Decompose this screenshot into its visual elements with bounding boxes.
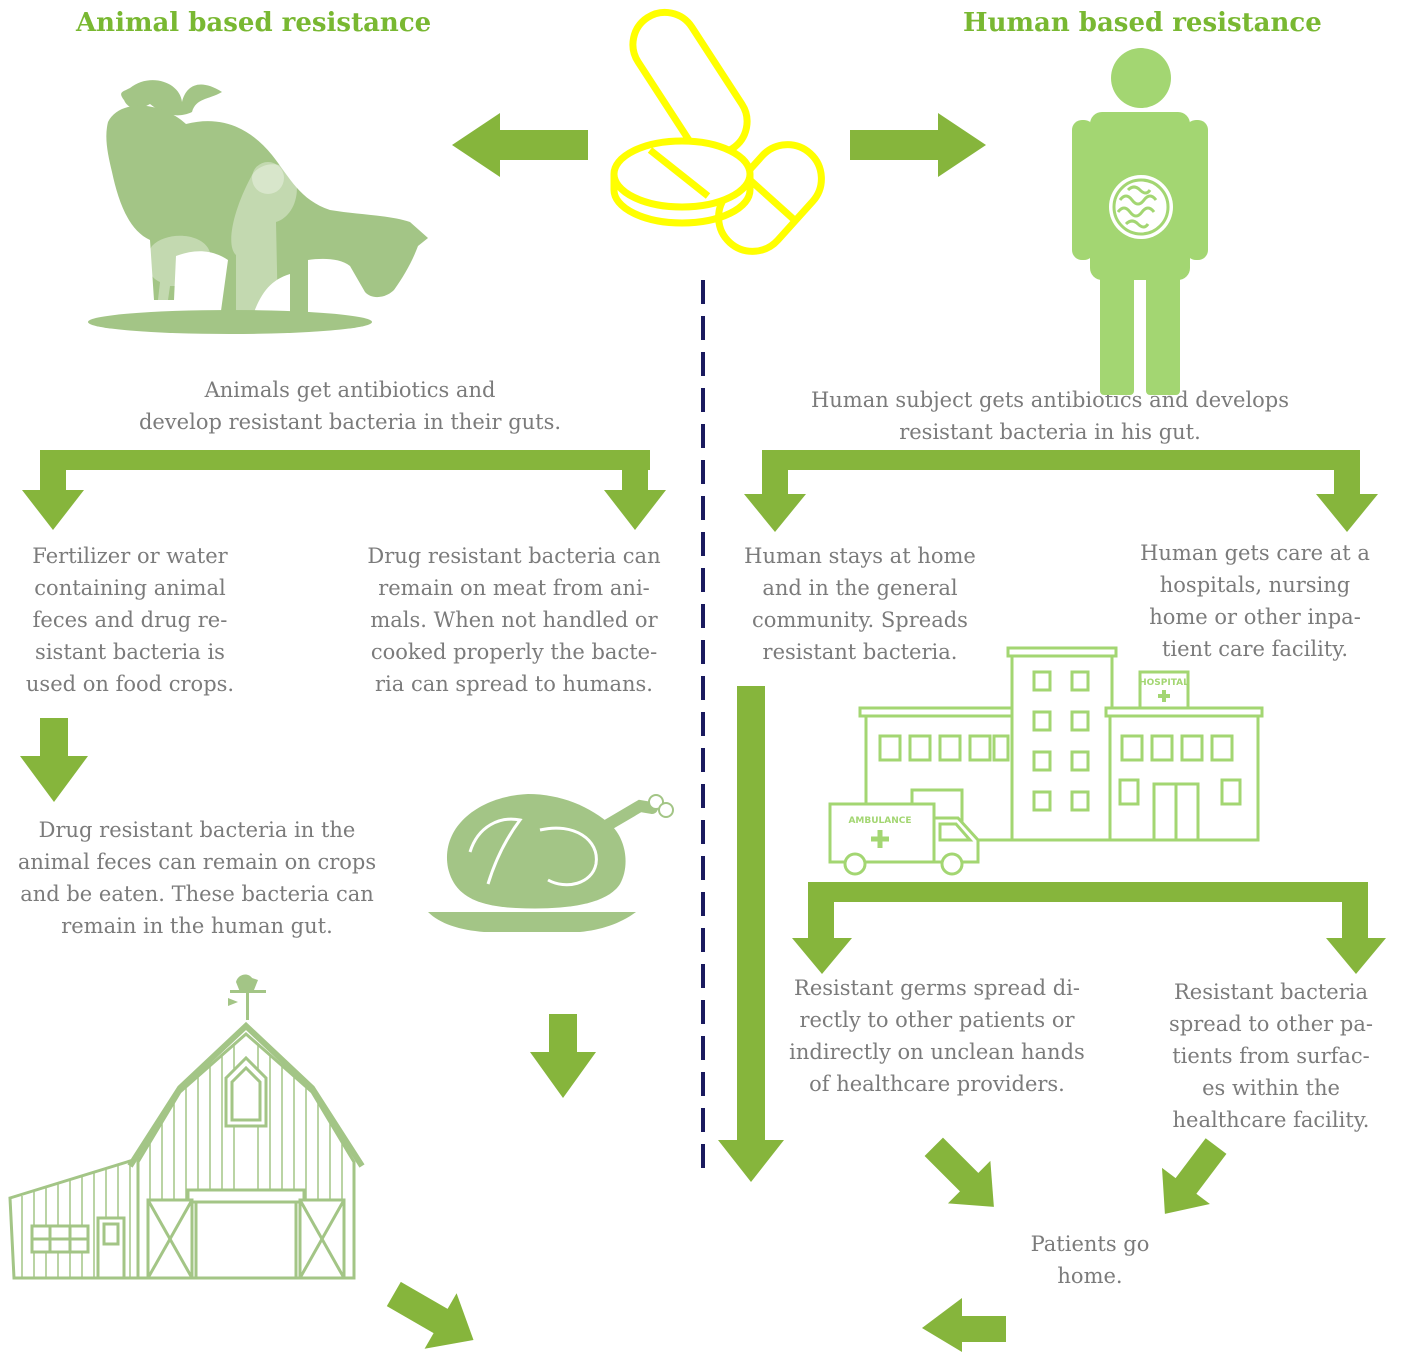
fertilizer-down-arrow bbox=[20, 718, 88, 802]
diag-arrow-germs-to-home bbox=[924, 1137, 994, 1207]
stays-home-text-line: and in the general bbox=[762, 576, 958, 600]
human-section-title: Human based resistance bbox=[963, 8, 1322, 38]
animals-get-antibiotics-text-line: Animals get antibiotics and bbox=[204, 378, 496, 402]
crops-text-line: animal feces can remain on crops bbox=[17, 850, 377, 874]
crops-text-line: and be eaten. These bacteria can bbox=[20, 882, 374, 906]
meat-text-line: Drug resistant bacteria can bbox=[367, 544, 661, 568]
patients-go-home-text: Patients go home. bbox=[1000, 1228, 1180, 1292]
gets-care-text-line: home or other inpa- bbox=[1149, 605, 1361, 629]
patients-go-home-text-line: Patients go bbox=[1030, 1232, 1150, 1256]
surfaces-text: Resistant bacteria spread to other pa-tie… bbox=[1140, 976, 1402, 1136]
gets-care-text-line: tient care facility. bbox=[1161, 637, 1349, 661]
arrow-to-human bbox=[850, 113, 986, 177]
weather-vane-icon bbox=[228, 974, 266, 1020]
home-community-long-arrow bbox=[718, 686, 784, 1182]
human-split-arrow bbox=[744, 450, 1378, 532]
fertilizer-text-line: sistant bacteria is bbox=[35, 640, 225, 664]
human-subject-text: Human subject gets antibiotics and devel… bbox=[770, 384, 1330, 448]
crops-text-line: remain in the human gut. bbox=[61, 914, 333, 938]
animal-section-title: Animal based resistance bbox=[76, 8, 432, 38]
diag-arrow-surfaces-to-home bbox=[1162, 1138, 1227, 1214]
surfaces-text-line: Resistant bacteria bbox=[1174, 980, 1368, 1004]
arrow-to-animal bbox=[452, 113, 588, 177]
fertilizer-text: Fertilizer or water containing animal fece… bbox=[0, 540, 260, 700]
fertilizer-text-line: feces and drug re- bbox=[32, 608, 228, 632]
surfaces-text-line: es within the bbox=[1202, 1076, 1340, 1100]
ambulance-icon: AMBULANCE bbox=[828, 802, 980, 876]
meat-text: Drug resistant bacteria can remain on mea… bbox=[344, 540, 684, 700]
stays-home-text-line: Human stays at home bbox=[744, 544, 976, 568]
hospital-split-arrow bbox=[792, 882, 1386, 974]
stays-home-text: Human stays at home and in the general com… bbox=[722, 540, 998, 668]
crops-text-line: Drug resistant bacteria in the bbox=[38, 818, 356, 842]
human-subject-text-line: Human subject gets antibiotics and devel… bbox=[810, 388, 1290, 412]
pills-icon bbox=[610, 8, 825, 255]
meat-text-line: ria can spread to humans. bbox=[375, 672, 653, 696]
gets-care-text-line: hospitals, nursing bbox=[1159, 573, 1351, 597]
germs-spread-text-line: of healthcare providers. bbox=[809, 1072, 1065, 1096]
meat-text-line: mals. When not handled or bbox=[370, 608, 658, 632]
gets-care-text: Human gets care at a hospitals, nursing ho… bbox=[1118, 537, 1392, 665]
surfaces-text-line: tients from surfac- bbox=[1172, 1044, 1370, 1068]
meat-text-line: cooked properly the bacte- bbox=[370, 640, 658, 664]
animals-get-antibiotics-text: Animals get antibiotics and develop resis… bbox=[100, 374, 600, 438]
surfaces-text-line: spread to other pa- bbox=[1169, 1012, 1373, 1036]
fertilizer-text-line: used on food crops. bbox=[25, 672, 235, 696]
fertilizer-text-line: Fertilizer or water bbox=[32, 544, 228, 568]
crops-text: Drug resistant bacteria in the animal fec… bbox=[0, 814, 394, 942]
gets-care-text-line: Human gets care at a bbox=[1140, 541, 1370, 565]
meat-down-arrow bbox=[530, 1014, 596, 1098]
human-figure-icon bbox=[1072, 48, 1208, 395]
roast-turkey-icon bbox=[428, 794, 674, 932]
patients-home-left-arrow bbox=[922, 1298, 1006, 1352]
germs-spread-text-line: rectly to other patients or bbox=[799, 1008, 1075, 1032]
surfaces-text-line: healthcare facility. bbox=[1172, 1108, 1370, 1132]
fertilizer-text-line: containing animal bbox=[34, 576, 226, 600]
barn-icon bbox=[8, 974, 365, 1280]
germs-spread-text-line: indirectly on unclean hands bbox=[789, 1040, 1085, 1064]
germs-spread-text: Resistant germs spread di-rectly to othe… bbox=[762, 972, 1112, 1100]
cow-farmer-icon bbox=[88, 80, 429, 334]
animal-split-arrow bbox=[22, 450, 666, 530]
patients-go-home-text-line: home. bbox=[1057, 1264, 1123, 1288]
animals-get-antibiotics-text-line: develop resistant bacteria in their guts… bbox=[138, 410, 562, 434]
stays-home-text-line: community. Spreads bbox=[752, 608, 968, 632]
hospital-sign-text: HOSPITAL bbox=[1139, 678, 1189, 688]
stays-home-text-line: resistant bacteria. bbox=[762, 640, 958, 664]
germs-spread-text-line: Resistant germs spread di- bbox=[794, 976, 1080, 1000]
ambulance-sign-text: AMBULANCE bbox=[848, 816, 911, 826]
barn-diag-arrow bbox=[386, 1281, 474, 1349]
human-subject-text-line: resistant bacteria in his gut. bbox=[899, 420, 1201, 444]
meat-text-line: remain on meat from ani- bbox=[378, 576, 650, 600]
